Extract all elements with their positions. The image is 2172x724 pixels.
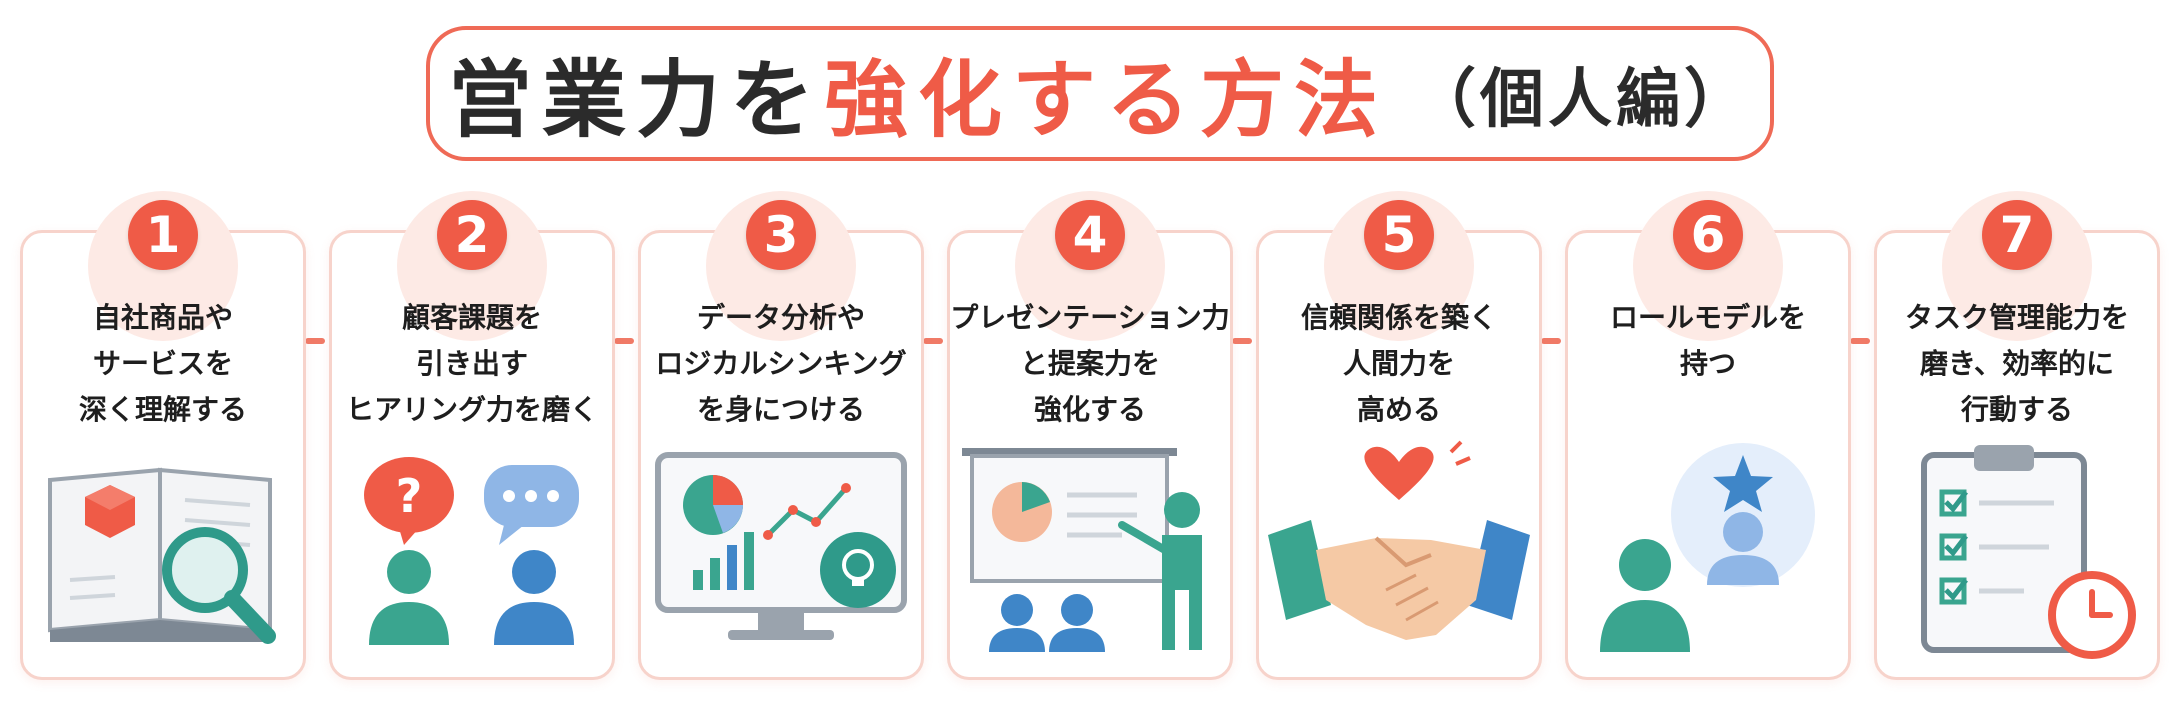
- step-label: タスク管理能力を 磨き、効率的に 行動する: [1904, 301, 2129, 426]
- title-part-1: 営業力を: [447, 51, 824, 149]
- step-label: 自社商品や サービスを 深く理解する: [78, 301, 247, 426]
- step-number-badge: 5: [1364, 200, 1434, 270]
- step-label: プレゼンテーション力 と提案力を 強化する: [950, 301, 1230, 426]
- step-label: 信頼関係を築く 人間力を 高める: [1300, 301, 1497, 426]
- step-number-badge: 6: [1673, 200, 1743, 270]
- connector-1-2: [305, 338, 325, 344]
- step-label: ロールモデルを 持つ: [1609, 301, 1806, 380]
- handshake-icon: [1256, 440, 1542, 670]
- title-subtitle: （個人編）: [1412, 62, 1753, 137]
- title-highlight: 強化する方法: [824, 51, 1389, 149]
- step-label: 顧客課題を 引き出す ヒアリング力を磨く: [345, 301, 598, 426]
- role-model-icon: [1565, 440, 1851, 670]
- connector-2-3: [614, 338, 634, 344]
- connector-5-6: [1541, 338, 1561, 344]
- book-magnifier-icon: [20, 440, 306, 670]
- step-number-badge: 7: [1982, 200, 2052, 270]
- connector-3-4: [923, 338, 943, 344]
- task-clipboard-icon: [1874, 440, 2160, 670]
- title-banner: 営業力を強化する方法 （個人編）: [426, 26, 1774, 161]
- data-analysis-monitor-icon: [638, 440, 924, 670]
- svg-text:?: ?: [396, 469, 423, 523]
- step-label: データ分析や ロジカルシンキング を身につける: [655, 301, 907, 426]
- step-number-badge: 1: [128, 200, 198, 270]
- conversation-icon: ?: [329, 440, 615, 670]
- connector-6-7: [1850, 338, 1870, 344]
- step-number-badge: 3: [746, 200, 816, 270]
- presentation-icon: [947, 440, 1233, 670]
- connector-4-5: [1232, 338, 1252, 344]
- step-number-badge: 2: [437, 200, 507, 270]
- step-number-badge: 4: [1055, 200, 1125, 270]
